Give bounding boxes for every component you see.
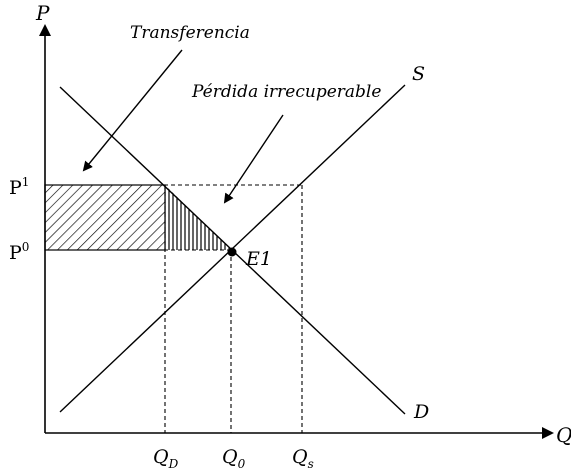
price-p1-label: P1 bbox=[9, 175, 29, 199]
equilibrium-point bbox=[227, 247, 237, 257]
price-p0-label: P0 bbox=[9, 240, 29, 264]
transfer-region bbox=[44, 184, 166, 251]
deadweight-annotation: Pérdida irrecuperable bbox=[191, 82, 381, 102]
demand-label: D bbox=[413, 401, 429, 423]
y-axis-label: P bbox=[35, 1, 50, 25]
supply-label: S bbox=[412, 63, 425, 85]
quantity-q0-label: Q0 bbox=[222, 446, 246, 471]
x-axis-label: Q bbox=[556, 423, 571, 447]
quantity-qs-label: Qs bbox=[292, 446, 314, 471]
transfer-pointer-arrow bbox=[82, 49, 183, 172]
transfer-annotation: Transferencia bbox=[130, 23, 250, 43]
equilibrium-label: E1 bbox=[245, 248, 272, 270]
quantity-qd-label: QD bbox=[153, 446, 179, 471]
deadweight-pointer-arrow bbox=[223, 114, 284, 204]
